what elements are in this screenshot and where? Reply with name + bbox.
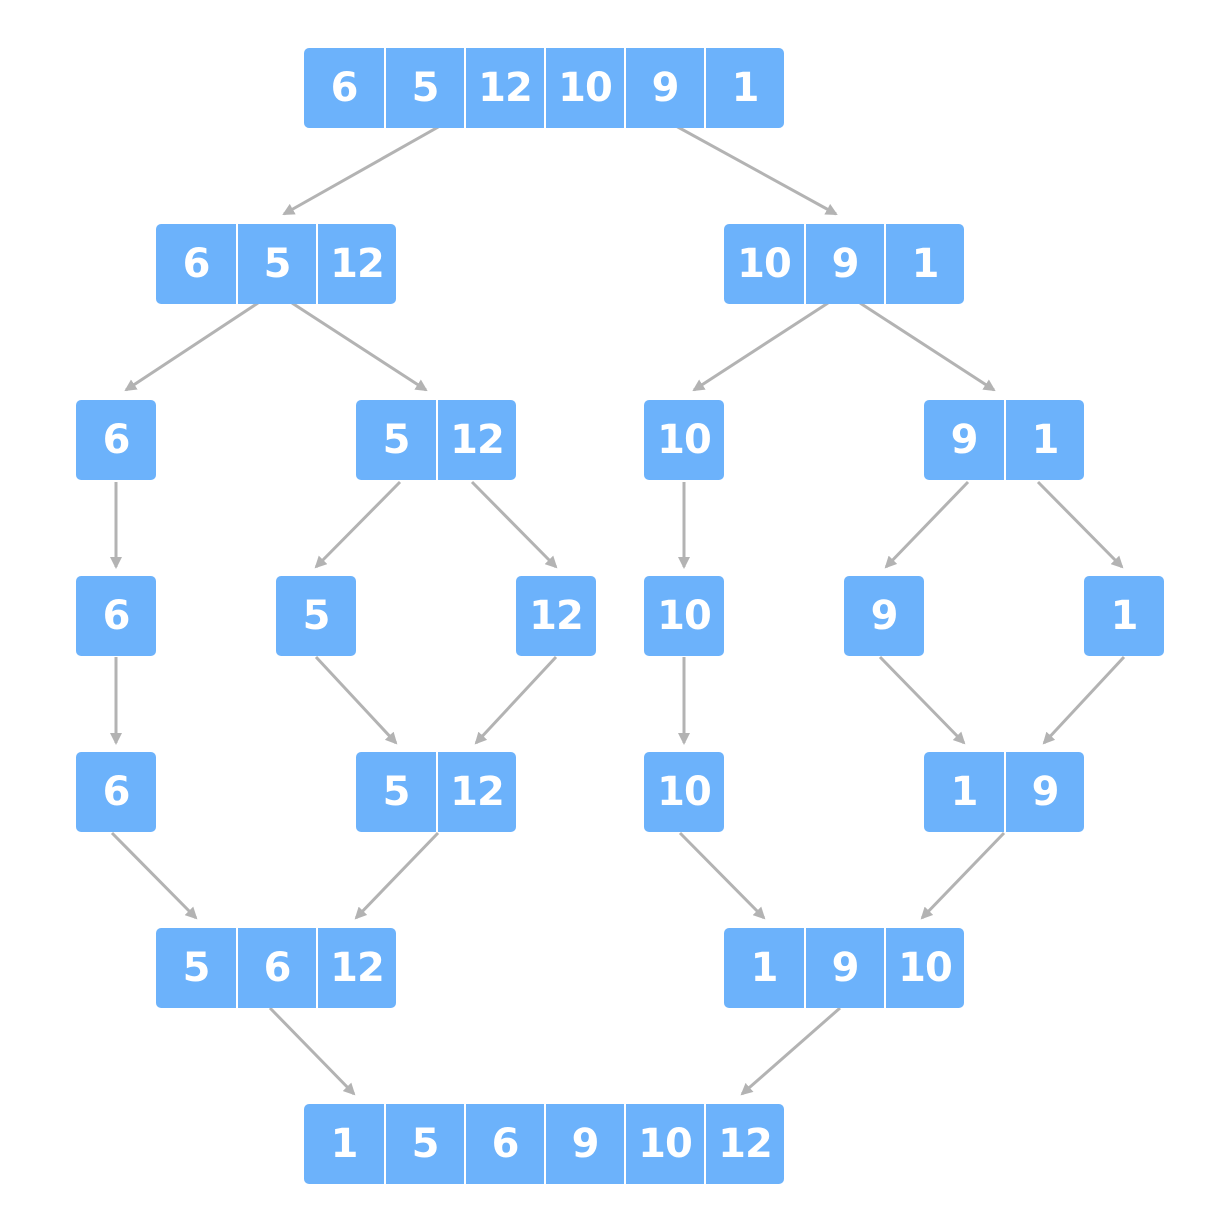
array-split: 10	[644, 400, 724, 480]
array-cell: 6	[464, 1104, 544, 1184]
arrow	[110, 831, 198, 920]
array-merged-left: 5 6 12	[156, 928, 396, 1008]
array-cell: 5	[182, 945, 211, 991]
arrow	[291, 301, 428, 392]
array-cell: 12	[316, 224, 396, 304]
arrow	[354, 831, 440, 920]
array-merged: 5 12	[356, 752, 516, 832]
array-cell: 12	[529, 593, 584, 639]
array-merged: 6	[76, 752, 156, 832]
array-cell: 10	[544, 48, 624, 128]
array-cell: 1	[1004, 400, 1084, 480]
array-cell: 10	[624, 1104, 704, 1184]
array-cell: 10	[657, 769, 712, 815]
arrow	[470, 480, 558, 569]
arrow	[268, 1006, 356, 1096]
array-cell: 12	[436, 400, 516, 480]
arrow	[692, 301, 829, 392]
array-single: 12	[516, 576, 596, 656]
array-cell: 5	[382, 417, 411, 463]
array-cell: 6	[236, 928, 316, 1008]
array-sorted-result: 1 5 6 9 10 12	[304, 1104, 784, 1184]
array-cell: 10	[884, 928, 964, 1008]
arrow	[1036, 480, 1124, 569]
array-cell: 6	[102, 417, 131, 463]
arrow	[859, 301, 996, 392]
array-cell: 1	[330, 1121, 359, 1167]
arrow	[678, 831, 766, 920]
array-split: 9 1	[924, 400, 1084, 480]
array-cell: 5	[382, 769, 411, 815]
arrow	[314, 480, 402, 569]
array-cell: 12	[316, 928, 396, 1008]
array-split-left: 6 5 12	[156, 224, 396, 304]
array-cell: 1	[884, 224, 964, 304]
array-cell: 5	[302, 593, 331, 639]
array-cell: 9	[870, 593, 899, 639]
array-cell: 1	[1110, 593, 1139, 639]
arrow	[282, 124, 441, 216]
arrow	[1042, 655, 1126, 745]
array-merged-right: 1 9 10	[724, 928, 964, 1008]
array-cell: 5	[384, 48, 464, 128]
array-cell: 9	[804, 928, 884, 1008]
array-cell: 6	[182, 241, 211, 287]
array-cell: 6	[330, 65, 359, 111]
array-merged: 10	[644, 752, 724, 832]
arrow	[878, 655, 966, 745]
array-cell: 12	[436, 752, 516, 832]
array-cell: 6	[102, 769, 131, 815]
array-cell: 5	[236, 224, 316, 304]
array-cell: 12	[464, 48, 544, 128]
array-single: 6	[76, 576, 156, 656]
array-cell: 9	[1004, 752, 1084, 832]
array-cell: 10	[657, 593, 712, 639]
arrow	[884, 480, 970, 569]
arrow	[474, 655, 558, 745]
array-split: 6	[76, 400, 156, 480]
array-split-right: 10 9 1	[724, 224, 964, 304]
array-single: 5	[276, 576, 356, 656]
array-single: 9	[844, 576, 924, 656]
array-root: 6 5 12 10 9 1	[304, 48, 784, 128]
array-single: 10	[644, 576, 724, 656]
array-cell: 10	[657, 417, 712, 463]
array-cell: 1	[950, 769, 979, 815]
array-merged: 1 9	[924, 752, 1084, 832]
arrow	[920, 831, 1006, 920]
array-split: 5 12	[356, 400, 516, 480]
arrow	[124, 301, 259, 392]
arrow	[314, 655, 398, 745]
arrow	[675, 124, 838, 216]
array-cell: 5	[384, 1104, 464, 1184]
array-cell: 6	[102, 593, 131, 639]
array-cell: 9	[624, 48, 704, 128]
array-cell: 9	[804, 224, 884, 304]
array-cell: 10	[737, 241, 792, 287]
array-cell: 12	[704, 1104, 784, 1184]
array-cell: 1	[704, 48, 784, 128]
array-cell: 9	[544, 1104, 624, 1184]
arrow	[740, 1006, 841, 1096]
array-cell: 1	[750, 945, 779, 991]
array-single: 1	[1084, 576, 1164, 656]
array-cell: 9	[950, 417, 979, 463]
